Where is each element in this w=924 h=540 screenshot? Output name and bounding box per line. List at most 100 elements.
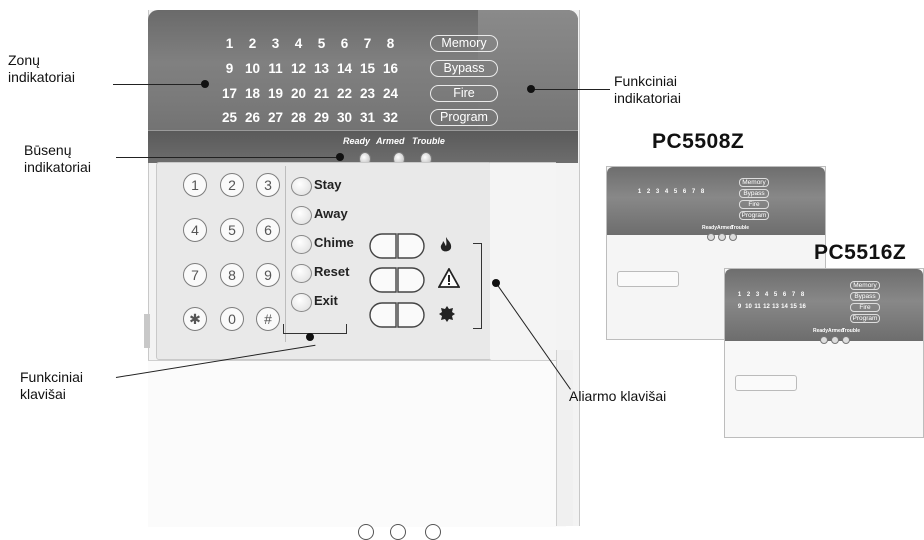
zone-led: 27 (267, 110, 284, 125)
mini-zone-led: 1 (637, 189, 642, 195)
callout-line: indikatoriai (24, 159, 91, 175)
lid-led-1 (358, 524, 374, 540)
police-badge-icon (438, 305, 456, 328)
mini-zone-led: 6 (682, 189, 687, 195)
keypad-lid-edge (556, 350, 573, 526)
zone-led: 18 (244, 86, 261, 101)
auxiliary-alarm-key[interactable] (362, 266, 432, 294)
zone-led: 16 (382, 61, 399, 76)
zone-led: 26 (244, 110, 261, 125)
key-8[interactable]: 8 (220, 263, 244, 287)
mini-program: Program (850, 314, 880, 323)
mini-zone-led: 7 (791, 292, 796, 298)
away-button[interactable] (291, 206, 312, 225)
zone-led: 4 (294, 36, 303, 51)
panic-alarm-key[interactable] (362, 301, 432, 329)
zone-led: 20 (290, 86, 307, 101)
callout-zone-indicators: Zonų indikatoriai (8, 52, 75, 86)
zone-led: 3 (271, 36, 280, 51)
mini-armed: Armed (828, 328, 844, 334)
fire-alarm-key[interactable] (362, 232, 432, 260)
mini-led (729, 233, 737, 241)
hinge-strip (144, 314, 150, 348)
mini-zone-led: 10 (745, 304, 752, 310)
callout-line: Funkciniai (20, 369, 84, 385)
callout-line: klavišai (20, 386, 66, 402)
reset-label: Reset (314, 264, 350, 279)
model-name-pc5516z: PC5516Z (814, 241, 907, 264)
key-4[interactable]: 4 (183, 218, 207, 242)
exit-button[interactable] (291, 293, 312, 312)
mini-zone-led: 13 (772, 304, 779, 310)
mini-zone-led: 9 (737, 304, 742, 310)
key-6[interactable]: 6 (256, 218, 280, 242)
mini-zone-led: 11 (754, 304, 761, 310)
zone-led: 21 (313, 86, 330, 101)
callout-status-indicators: Būsenų indikatoriai (24, 142, 91, 176)
mini-ready: Ready (702, 225, 718, 231)
key-9[interactable]: 9 (256, 263, 280, 287)
callout-function-keys: Funkciniai klavišai (20, 369, 83, 403)
key-0[interactable]: 0 (220, 307, 244, 331)
mini-zone-led: 2 (746, 292, 751, 298)
zone-led: 1 (225, 36, 234, 51)
zone-led: 17 (221, 86, 238, 101)
key-3[interactable]: 3 (256, 173, 280, 197)
leader-dot (492, 279, 500, 287)
mini-zone-led: 8 (800, 292, 805, 298)
key-5[interactable]: 5 (220, 218, 244, 242)
zone-led: 24 (382, 86, 399, 101)
zone-led: 15 (359, 61, 376, 76)
mini-led (707, 233, 715, 241)
mini-zone-led: 6 (782, 292, 787, 298)
zone-led: 7 (363, 36, 372, 51)
mini-fire: Fire (850, 303, 880, 312)
key-hash[interactable]: # (256, 307, 280, 331)
mini-trouble: Trouble (842, 328, 861, 334)
mini-zone-led: 1 (737, 292, 742, 298)
key-star[interactable]: ✱ (183, 307, 207, 331)
stay-button[interactable] (291, 177, 312, 196)
exit-label: Exit (314, 293, 338, 308)
stay-label: Stay (314, 177, 342, 192)
leader-line (116, 157, 339, 159)
fire-icon (438, 236, 454, 259)
mini-zone-led: 5 (773, 292, 778, 298)
callout-line: indikatoriai (614, 90, 681, 106)
mini-zone-led: 8 (700, 189, 705, 195)
keypad-face (156, 162, 492, 360)
reset-button[interactable] (291, 264, 312, 283)
lid-led-2 (390, 524, 406, 540)
key-1[interactable]: 1 (183, 173, 207, 197)
mini-armed: Armed (717, 225, 733, 231)
mini-memory: Memory (850, 281, 880, 290)
zone-led: 13 (313, 61, 330, 76)
chime-button[interactable] (291, 235, 312, 254)
mini-zone-led: 4 (764, 292, 769, 298)
warning-icon (437, 267, 461, 293)
leader-line (534, 89, 610, 91)
key-7[interactable]: 7 (183, 263, 207, 287)
zone-led: 9 (225, 61, 234, 76)
mini-ready: Ready (813, 328, 829, 334)
callout-function-indicators: Funkciniai indikatoriai (614, 73, 681, 107)
key-2[interactable]: 2 (220, 173, 244, 197)
zone-led: 8 (386, 36, 395, 51)
zone-led: 28 (290, 110, 307, 125)
armed-label: Armed (376, 136, 405, 146)
mini-zone-led: 14 (781, 304, 788, 310)
mini-status-labels: ReadyArmedTrouble (813, 328, 861, 334)
zone-led: 32 (382, 110, 399, 125)
mini-zone-led: 3 (655, 189, 660, 195)
mini-indicator-panel (725, 269, 923, 341)
ready-label: Ready (343, 136, 371, 146)
zone-led: 29 (313, 110, 330, 125)
away-label: Away (314, 206, 348, 221)
